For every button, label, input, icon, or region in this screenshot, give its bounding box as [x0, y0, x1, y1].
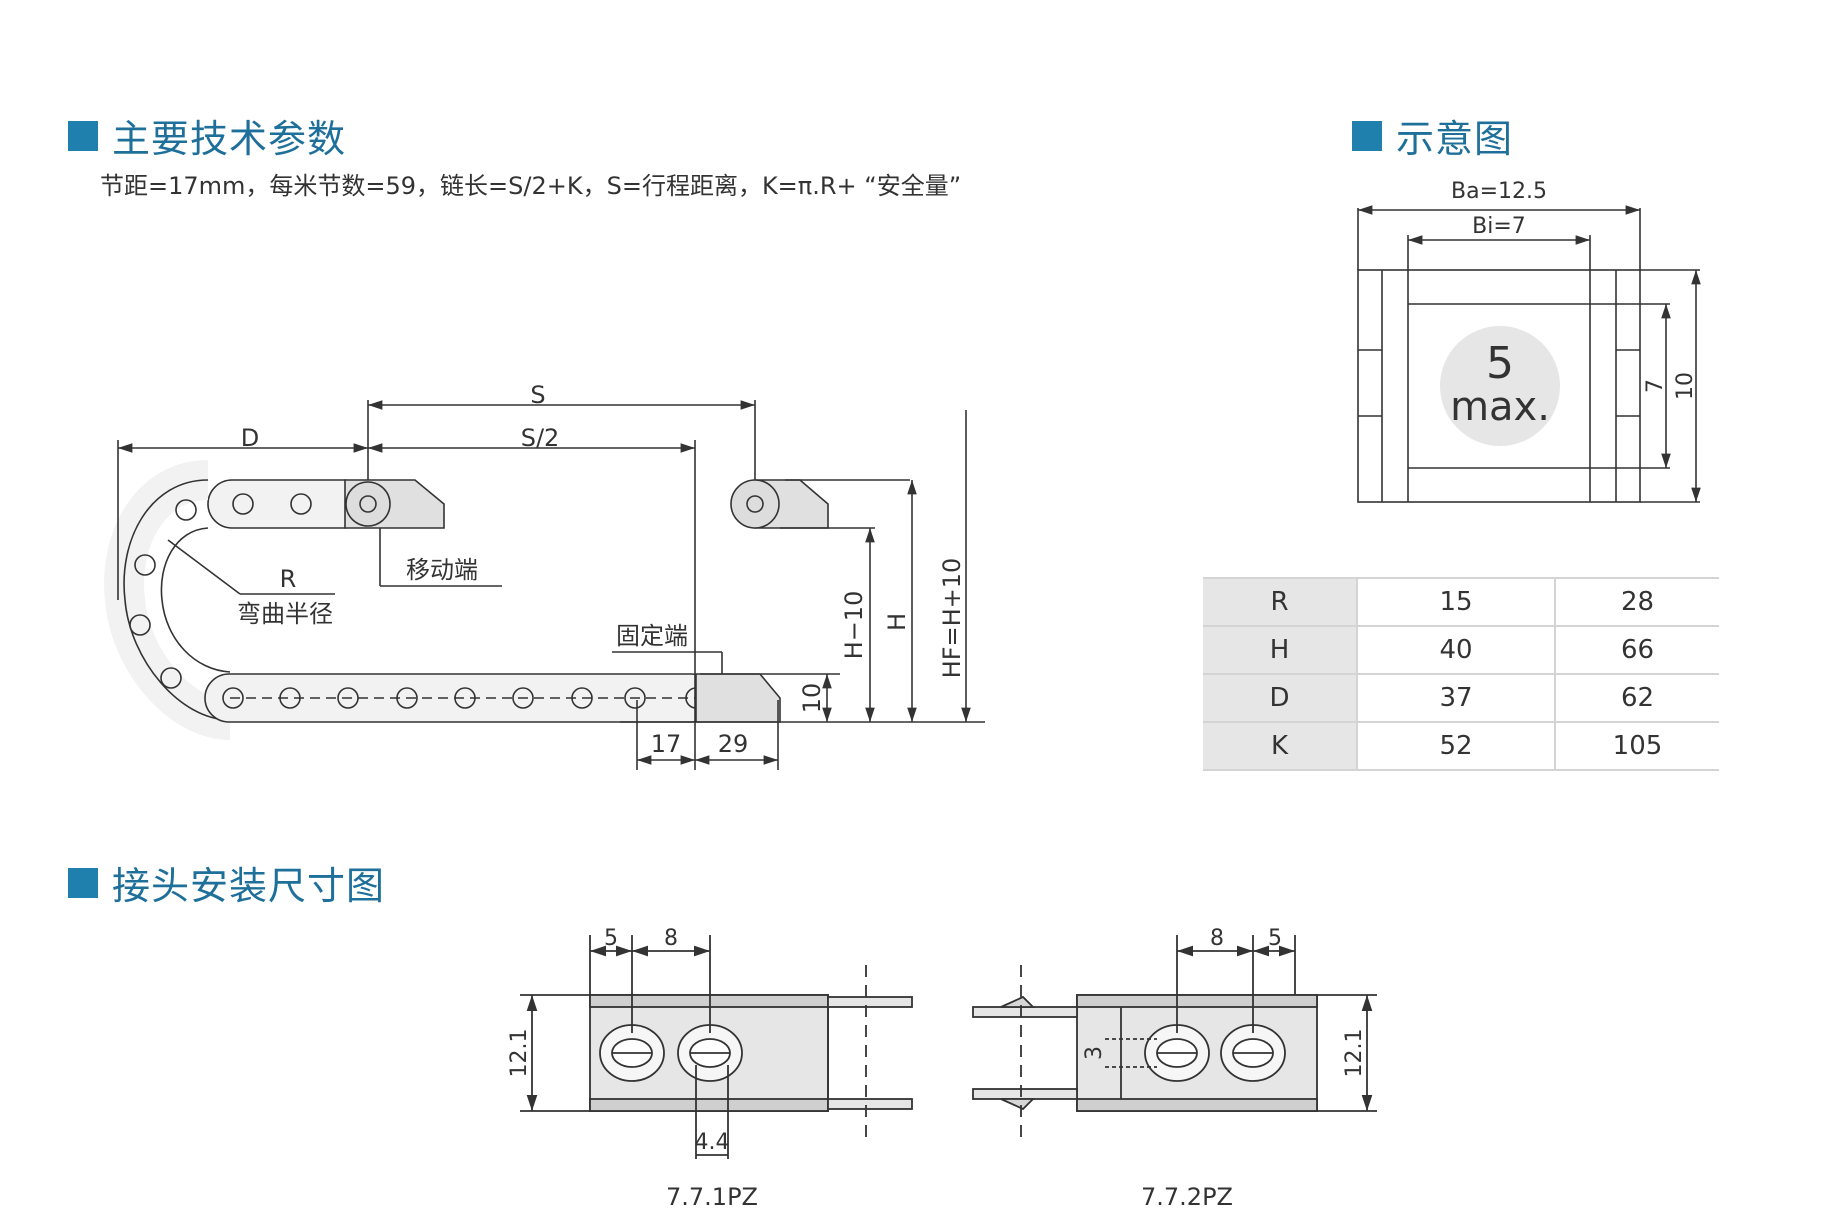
table-row: H 40 66 — [1203, 626, 1719, 675]
section-square-icon — [68, 120, 98, 151]
connector-right-diagram: 8 5 12.1 3 7.7.2PZ — [972, 926, 1377, 1211]
table-value-cell: 40 — [1356, 626, 1555, 675]
label-hf: HF=H+10 — [938, 558, 966, 679]
label-10: 10 — [798, 683, 826, 714]
max-badge — [1440, 326, 1560, 446]
conn2-name: 7.7.2PZ — [1141, 1183, 1233, 1211]
section-install-header: 接头安装尺寸图 — [68, 855, 385, 910]
section-install-title: 接头安装尺寸图 — [112, 864, 386, 908]
table-value-cell: 105 — [1554, 722, 1719, 771]
label-fixed-end: 固定端 — [616, 622, 688, 650]
section-schematic-header: 示意图 — [1352, 108, 1513, 163]
table-value-cell: 37 — [1356, 674, 1555, 723]
conn1-name: 7.7.1PZ — [666, 1183, 758, 1211]
section-square-icon — [68, 867, 98, 898]
conn2-dim-a: 8 — [1210, 926, 1224, 951]
table-value-cell: 62 — [1554, 674, 1719, 723]
label-r: R — [280, 565, 297, 593]
params-description: 节距=17mm，每米节数=59，链长=S/2+K，S=行程距离，K=π.R+ “… — [100, 172, 962, 200]
label-17: 17 — [651, 730, 682, 758]
table-key-cell: D — [1203, 674, 1357, 723]
table-value-cell: 28 — [1554, 577, 1719, 627]
table-row: K 52 105 — [1203, 722, 1719, 771]
conn1-dim-c: 4.4 — [695, 1130, 730, 1155]
label-d: D — [241, 424, 259, 452]
section-params-header: 主要技术参数 — [68, 108, 346, 163]
conn2-dim-b: 5 — [1268, 926, 1282, 951]
conn1-dim-a: 5 — [604, 926, 618, 951]
table-key-cell: R — [1203, 577, 1357, 627]
label-s: S — [530, 381, 545, 409]
section-schematic-title: 示意图 — [1396, 117, 1514, 161]
label-moving-end: 移动端 — [406, 556, 478, 584]
badge-text: max. — [1450, 384, 1550, 430]
section-square-icon — [1352, 120, 1382, 151]
label-h: H — [883, 613, 911, 631]
connector-left-diagram: 5 8 12.1 4.4 7.7.1PZ — [507, 926, 913, 1211]
label-bi: Bi=7 — [1472, 214, 1526, 239]
label-10: 10 — [1673, 372, 1698, 400]
label-7: 7 — [1643, 379, 1668, 393]
conn2-dim-c: 3 — [1082, 1046, 1107, 1060]
table-value-cell: 52 — [1356, 722, 1555, 771]
table-value-cell: 66 — [1554, 626, 1719, 675]
table-row: R 15 28 — [1203, 577, 1719, 627]
conn1-dim-b: 8 — [664, 926, 678, 951]
section-params-title: 主要技术参数 — [112, 117, 347, 161]
cross-section-diagram: 5 max. Ba=12.5 Bi=7 7 10 — [1357, 179, 1701, 503]
chain-diagram: S S/2 D R 弯曲半径 移动端 固定端 17 29 10 H−10 H H… — [104, 381, 985, 770]
label-s-half: S/2 — [521, 424, 560, 452]
conn1-dim-h: 12.1 — [507, 1029, 532, 1078]
table-value-cell: 15 — [1356, 577, 1555, 627]
table-row: D 37 62 — [1203, 674, 1719, 723]
label-bend-radius: 弯曲半径 — [237, 600, 333, 628]
label-ba: Ba=12.5 — [1451, 179, 1547, 204]
label-29: 29 — [718, 730, 749, 758]
conn2-dim-h: 12.1 — [1342, 1029, 1367, 1078]
dimension-table: R 15 28 H 40 66 D 37 62 K 52 105 — [1203, 577, 1719, 771]
table-key-cell: K — [1203, 722, 1357, 771]
badge-number: 5 — [1486, 338, 1514, 389]
table-key-cell: H — [1203, 626, 1357, 675]
label-h-minus-10: H−10 — [840, 591, 868, 660]
